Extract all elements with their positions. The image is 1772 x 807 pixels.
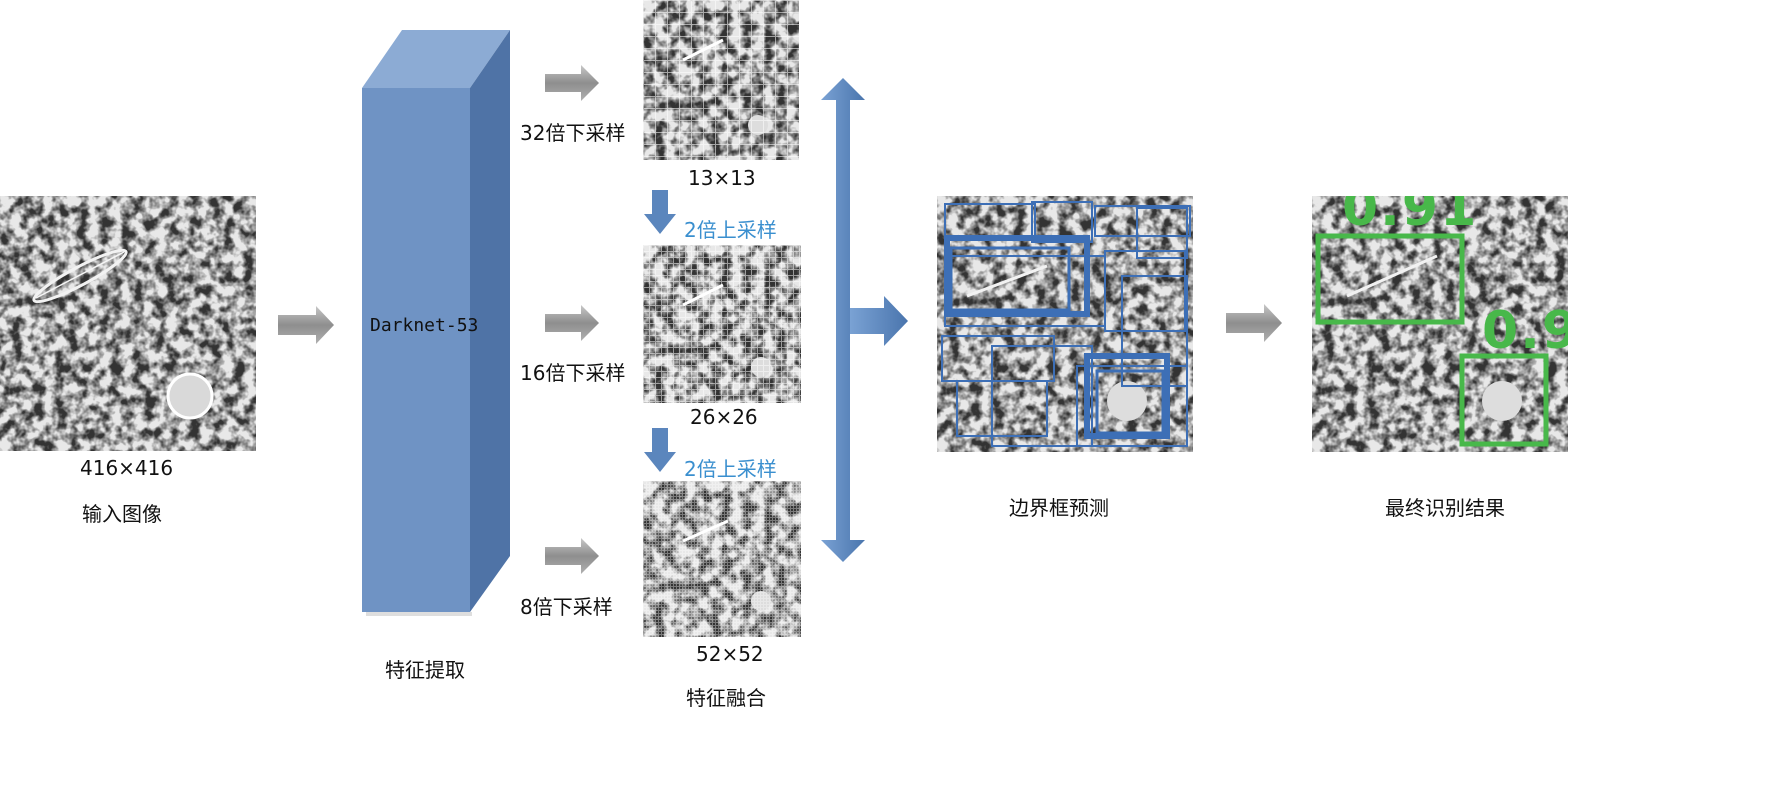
diatom-elongate xyxy=(32,248,128,304)
upsample-label-1: 2倍上采样 xyxy=(684,218,777,242)
backbone-caption: 特征提取 xyxy=(385,658,465,682)
size-13-label: 13×13 xyxy=(688,166,756,190)
fusion-caption: 特征融合 xyxy=(686,686,766,710)
arrow-right-icon xyxy=(278,306,334,344)
backbone-name: Darknet-53 xyxy=(370,315,479,336)
bbox-prediction-image xyxy=(937,196,1193,452)
downsample-16-label: 16倍下采样 xyxy=(520,361,626,385)
darknet-prism xyxy=(362,30,510,616)
downsample-8-label: 8倍下采样 xyxy=(520,595,613,619)
bbox-caption: 边界框预测 xyxy=(1009,496,1109,520)
arrow-right-icon xyxy=(545,305,599,341)
result-caption: 最终识别结果 xyxy=(1385,496,1505,520)
input-image xyxy=(0,196,256,451)
arrow-down-icon xyxy=(644,190,676,234)
input-size-label: 416×416 xyxy=(80,456,174,480)
input-caption: 输入图像 xyxy=(82,502,162,526)
arrow-down-icon xyxy=(644,428,676,472)
score-label-2: 0.9 xyxy=(1482,301,1568,361)
diatom-round xyxy=(166,372,214,420)
size-26-label: 26×26 xyxy=(690,405,758,429)
fusion-double-arrow-icon xyxy=(821,78,908,562)
feature-map-26 xyxy=(643,245,801,403)
score-label-1: 0.91 xyxy=(1342,196,1479,238)
feature-map-52 xyxy=(643,481,801,637)
final-result-image: 0.91 0.9 xyxy=(1312,196,1568,452)
arrow-right-icon xyxy=(545,65,599,101)
arrow-right-icon xyxy=(545,538,599,574)
downsample-32-label: 32倍下采样 xyxy=(520,121,626,145)
arrow-right-icon xyxy=(1226,304,1282,342)
size-52-label: 52×52 xyxy=(696,642,764,666)
feature-map-13 xyxy=(643,0,799,160)
upsample-label-2: 2倍上采样 xyxy=(684,457,777,481)
